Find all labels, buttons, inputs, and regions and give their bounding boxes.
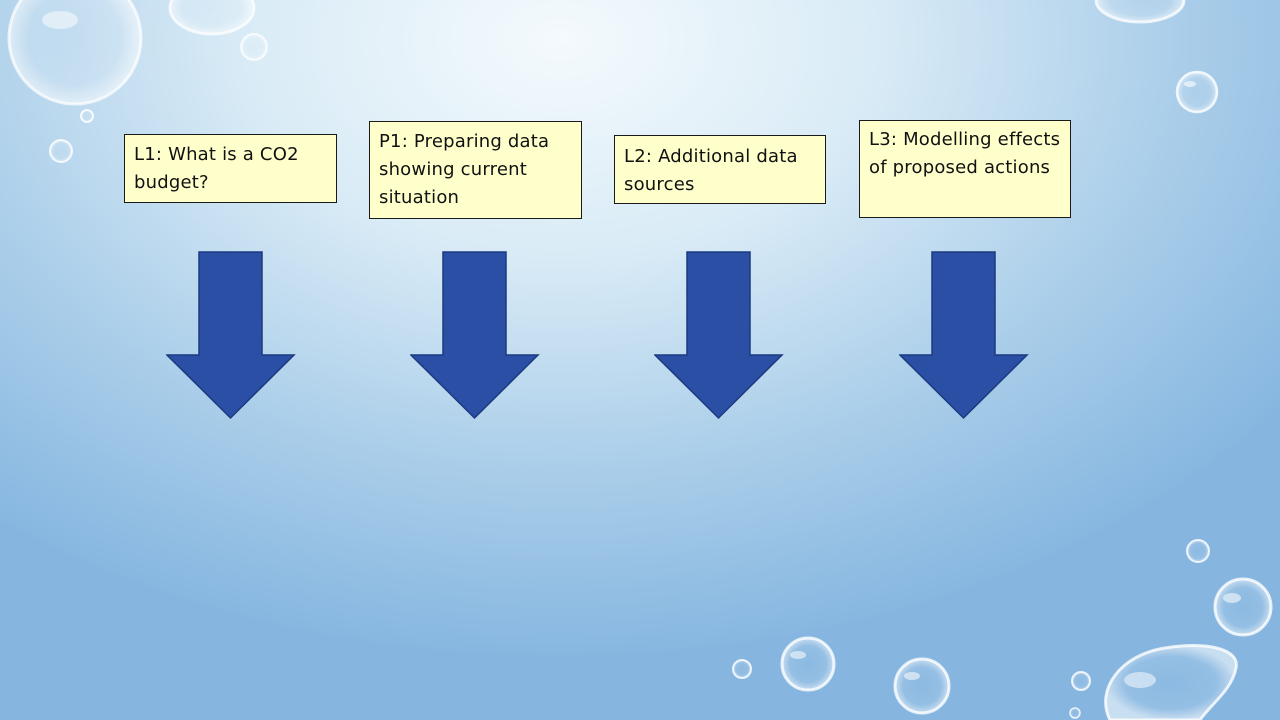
water-drop-icon (780, 636, 836, 692)
water-drop-icon (168, 0, 256, 36)
water-drop-icon (732, 659, 752, 679)
water-drop-icon (1071, 671, 1091, 691)
water-drop-icon (7, 0, 143, 106)
down-arrow-icon (166, 251, 296, 420)
down-arrow-icon (410, 251, 540, 420)
water-drop-icon (893, 657, 951, 715)
box-l2-additional-data-sources: L2: Additional data sources (614, 135, 826, 204)
water-drop-icon (80, 109, 94, 123)
water-drop-icon (1069, 707, 1081, 719)
box-l1-what-is-co2-budget: L1: What is a CO2 budget? (124, 134, 337, 203)
water-drop-icon (240, 33, 268, 61)
water-drop-icon (1213, 577, 1273, 637)
down-arrow-icon (899, 251, 1029, 420)
box-p1-preparing-data: P1: Preparing data showing current situa… (369, 121, 582, 219)
water-drop-icon (49, 139, 73, 163)
down-arrow-icon (654, 251, 784, 420)
water-drop-icon (1186, 539, 1210, 563)
water-drop-icon (1094, 0, 1186, 24)
water-drop-icon (1104, 644, 1238, 720)
box-l3-modelling-effects: L3: Modelling effects of proposed action… (859, 120, 1071, 218)
water-drop-icon (1175, 70, 1219, 114)
